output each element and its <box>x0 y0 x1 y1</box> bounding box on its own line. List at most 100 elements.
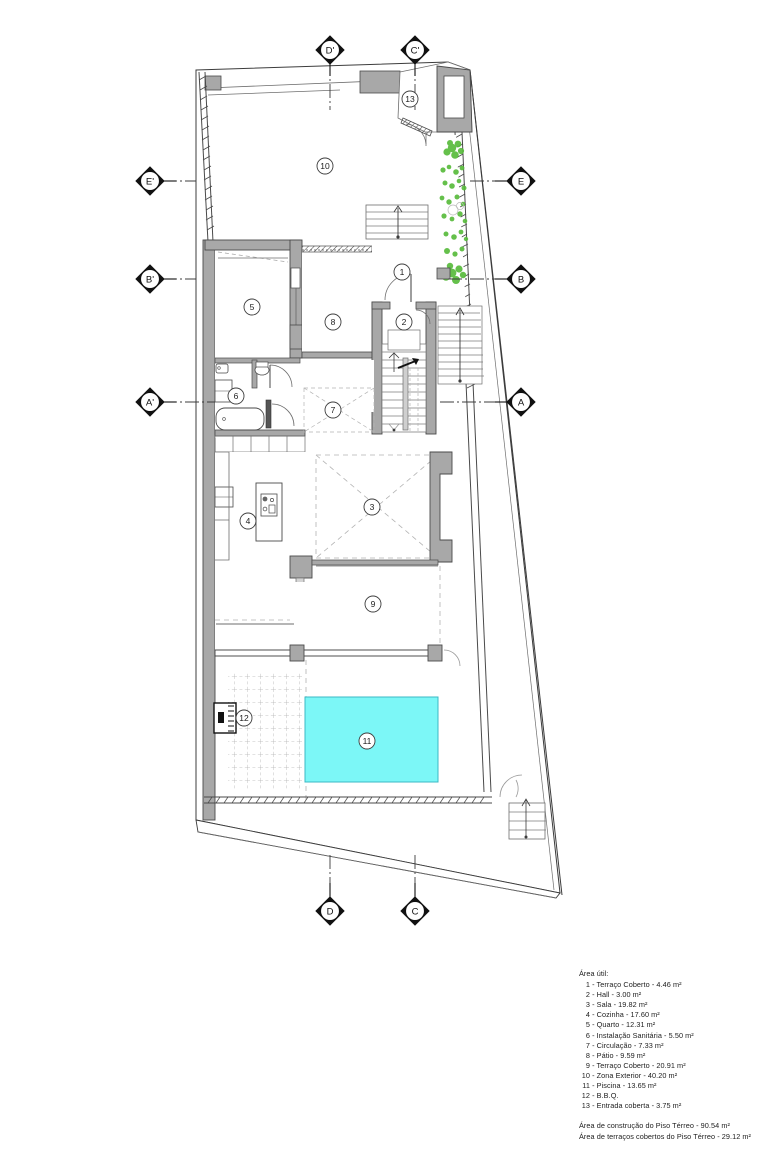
grid-marker-e-prime: E' <box>135 166 176 196</box>
room-tag-8: 8 <box>324 313 342 331</box>
room-tag-number: 2 <box>402 317 407 327</box>
room-tag-12: 12 <box>235 709 253 727</box>
legend-item-number: 2 <box>585 990 590 1000</box>
legend-item-number: 7 <box>585 1040 590 1050</box>
legend-item: 4 - Cozinha - 17.60 m² <box>579 1010 769 1020</box>
legend-item-number: 9 <box>585 1060 590 1070</box>
room-tag-2: 2 <box>395 313 413 331</box>
wall-block-top-left <box>204 75 222 91</box>
legend-item-text: - Hall - 3.00 m² <box>590 990 642 1000</box>
room-quarto-5 <box>204 239 303 360</box>
legend-item-number: 8 <box>585 1050 590 1060</box>
legend-item-text: - Cozinha - 17.60 m² <box>590 1010 660 1020</box>
entrance-13 <box>397 61 473 146</box>
room-tag-13: 13 <box>401 90 419 108</box>
grid-marker-d: D <box>315 883 345 926</box>
room-tag-number: 7 <box>331 405 336 415</box>
legend-item-number: 13 <box>581 1101 590 1111</box>
legend-item-text: - Sala - 19.82 m² <box>590 1000 648 1010</box>
room-tag-number: 1 <box>400 267 405 277</box>
grid-marker-label: E' <box>146 176 154 187</box>
room-tag-number: 4 <box>246 516 251 526</box>
legend-item-text: - Quarto - 12.31 m² <box>590 1020 656 1030</box>
legend-item: 7 - Circulação - 7.33 m² <box>579 1041 769 1051</box>
room-tag-6: 6 <box>227 387 245 405</box>
legend-item-text: - Instalação Sanitária - 5.50 m² <box>590 1030 694 1040</box>
grid-marker-a: A <box>495 387 536 417</box>
stair-bottom-right <box>499 774 546 840</box>
room-patio-8 <box>301 245 373 359</box>
legend-total-line: Área de terraços cobertos do Piso Térreo… <box>579 1132 752 1142</box>
room-tag-number: 5 <box>250 302 255 312</box>
room-tag-number: 6 <box>234 391 239 401</box>
wall-bottom-hatched <box>204 796 492 804</box>
legend-total-line: Área de construção do Piso Térreo - 90.5… <box>579 1121 730 1131</box>
room-tag-5: 5 <box>243 298 261 316</box>
legend-item: 8 - Pátio - 9.59 m² <box>579 1051 769 1061</box>
legend-totals: Área de construção do Piso Térreo - 90.5… <box>579 1121 769 1142</box>
room-tag-number: 3 <box>370 502 375 512</box>
grid-marker-label: D <box>327 906 334 917</box>
legend-item: 6 - Instalação Sanitária - 5.50 m² <box>579 1031 769 1041</box>
room-terrace-9 <box>214 566 461 667</box>
terrace-1 <box>365 204 432 302</box>
stair-right-exterior <box>437 305 484 385</box>
legend-item-number: 6 <box>585 1030 590 1040</box>
legend-item-text: - Zona Exterior - 40.20 m² <box>590 1070 678 1080</box>
grid-marker-label: D' <box>326 45 335 56</box>
room-tag-1: 1 <box>393 263 411 281</box>
grid-marker-b: B <box>495 264 536 294</box>
stair-upper <box>365 204 429 240</box>
legend-panel: Área útil: 1 - Terraço Coberto - 4.46 m²… <box>579 969 769 1144</box>
legend-item-number: 5 <box>585 1020 590 1030</box>
legend-item-text: - Circulação - 7.33 m² <box>590 1040 664 1050</box>
grid-marker-label: C <box>412 906 419 917</box>
grid-marker-b-prime: B' <box>135 264 176 294</box>
room-bathroom-6 <box>214 357 306 453</box>
room-tag-9: 9 <box>364 595 382 613</box>
room-tag-number: 9 <box>371 599 376 609</box>
legend-item: 11 - Piscina - 13.65 m² <box>579 1081 769 1091</box>
grid-marker-label: B' <box>146 274 154 285</box>
legend-item-text: - Piscina - 13.65 m² <box>590 1081 657 1091</box>
legend-item-number: 12 <box>581 1091 590 1101</box>
room-tag-number: 13 <box>405 94 415 104</box>
legend-item-number: 4 <box>585 1010 590 1020</box>
room-tag-7: 7 <box>324 401 342 419</box>
grid-marker-a-prime: A' <box>135 387 176 417</box>
legend-item: 10 - Zona Exterior - 40.20 m² <box>579 1071 769 1081</box>
grid-marker-e: E <box>495 166 536 196</box>
legend-item-number: 1 <box>585 980 590 990</box>
grid-marker-label: B <box>518 274 524 285</box>
legend-item: 3 - Sala - 19.82 m² <box>579 1000 769 1010</box>
legend-item: 12 - B.B.Q. <box>579 1091 769 1101</box>
room-tag-4: 4 <box>239 512 257 530</box>
legend-title: Área útil: <box>579 969 609 978</box>
legend-item-text: - Pátio - 9.59 m² <box>590 1050 646 1060</box>
room-tag-3: 3 <box>363 498 381 516</box>
legend-item-number: 10 <box>581 1070 590 1080</box>
room-hall-2-stair <box>371 301 437 435</box>
grid-marker-d-prime: D' <box>315 35 345 76</box>
legend-item-number: 3 <box>585 1000 590 1010</box>
grid-marker-label: A <box>518 397 525 408</box>
room-tag-10: 10 <box>316 157 334 175</box>
room-tag-number: 10 <box>320 161 330 171</box>
grid-marker-label: E <box>518 176 524 187</box>
grid-marker-label: C' <box>411 45 420 56</box>
legend-item-text: - Terraço Coberto - 4.46 m² <box>590 980 682 990</box>
legend-item-number: 11 <box>582 1081 590 1091</box>
legend-item-text: - Terraço Coberto - 20.91 m² <box>590 1060 686 1070</box>
room-tag-11: 11 <box>358 732 376 750</box>
legend-item-text: - Entrada coberta - 3.75 m² <box>590 1101 682 1111</box>
legend-item: 2 - Hall - 3.00 m² <box>579 990 769 1000</box>
grid-marker-c-prime: C' <box>400 35 430 76</box>
deck-paving <box>228 672 304 790</box>
grid-marker-label: A' <box>146 397 154 408</box>
room-tag-number: 8 <box>331 317 336 327</box>
room-tag-number: 11 <box>363 736 372 746</box>
legend-item: 9 - Terraço Coberto - 20.91 m² <box>579 1061 769 1071</box>
